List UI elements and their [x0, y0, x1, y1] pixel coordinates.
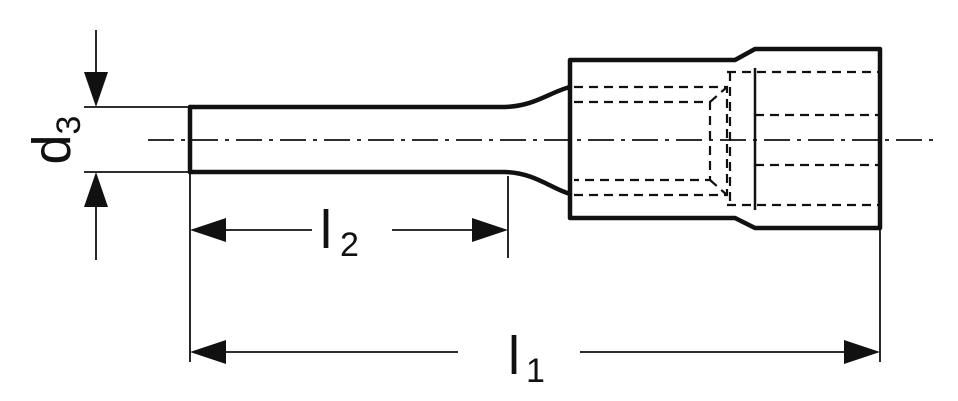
label-d3: d3: [22, 116, 88, 165]
pin-section: [187, 84, 573, 197]
dimension-d3: d3: [22, 30, 190, 260]
hidden-lines: [574, 70, 880, 207]
insulating-collar: [567, 46, 883, 231]
